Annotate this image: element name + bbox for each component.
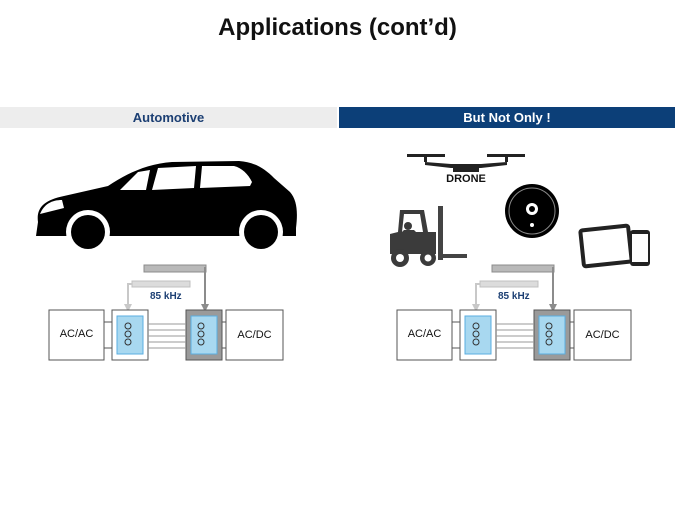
ac-dc-label: AC/DC: [585, 329, 620, 341]
frequency-label: 85 kHz: [498, 291, 530, 302]
drone-label: DRONE: [446, 173, 486, 185]
ac-ac-label: AC/AC: [59, 328, 94, 340]
column-header-but-not-only: But Not Only !: [339, 107, 675, 128]
slide-title: Applications (cont’d): [218, 14, 457, 41]
wireless-charging-diagram-left: 85 kHz AC/AC AC/DC: [44, 262, 289, 372]
robot-vacuum-icon: [505, 184, 559, 238]
wireless-charging-diagram-right: 85 kHz AC/AC AC/DC: [392, 262, 637, 372]
drone-icon: DRONE: [407, 154, 525, 185]
car-icon: [36, 161, 297, 252]
forklift-icon: [390, 206, 467, 267]
tablet-phone-icon: [578, 223, 650, 269]
column-header-automotive: Automotive: [0, 107, 337, 128]
ac-dc-label: AC/DC: [237, 329, 272, 341]
ac-ac-label: AC/AC: [407, 328, 442, 340]
frequency-label: 85 kHz: [150, 291, 182, 302]
